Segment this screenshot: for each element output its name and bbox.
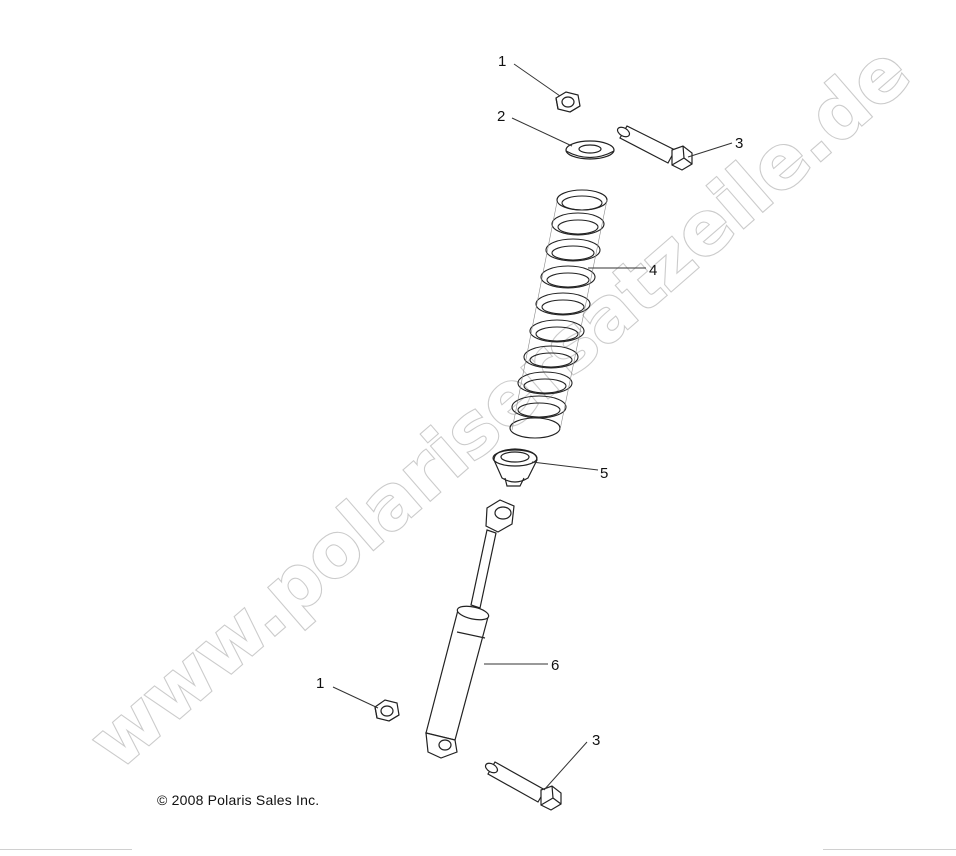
- part-bolt-top: [616, 125, 693, 171]
- part-nut-top: [555, 91, 581, 113]
- callout-2: 2: [497, 108, 505, 125]
- watermark-text: www.polarisersatzeile.de: [73, 29, 926, 786]
- part-coil-spring: [509, 189, 608, 439]
- callout-6: 6: [551, 657, 559, 674]
- callout-1-bottom: 1: [316, 675, 324, 692]
- part-bolt-bottom: [484, 761, 562, 811]
- callout-3-top: 3: [735, 135, 743, 152]
- callout-1-top: 1: [498, 53, 506, 70]
- part-spring-retainer: [492, 448, 538, 487]
- part-shock-absorber: [425, 499, 515, 759]
- part-nut-bottom: [374, 699, 400, 722]
- bottom-rule-right: [823, 849, 956, 850]
- callout-5: 5: [600, 465, 608, 482]
- bottom-rule-left: [0, 849, 132, 850]
- callout-4: 4: [649, 262, 657, 279]
- leader-lines: [332, 63, 733, 791]
- callout-3-bottom: 3: [592, 732, 600, 749]
- part-washer: [565, 140, 615, 160]
- copyright-notice: © 2008 Polaris Sales Inc.: [157, 792, 320, 808]
